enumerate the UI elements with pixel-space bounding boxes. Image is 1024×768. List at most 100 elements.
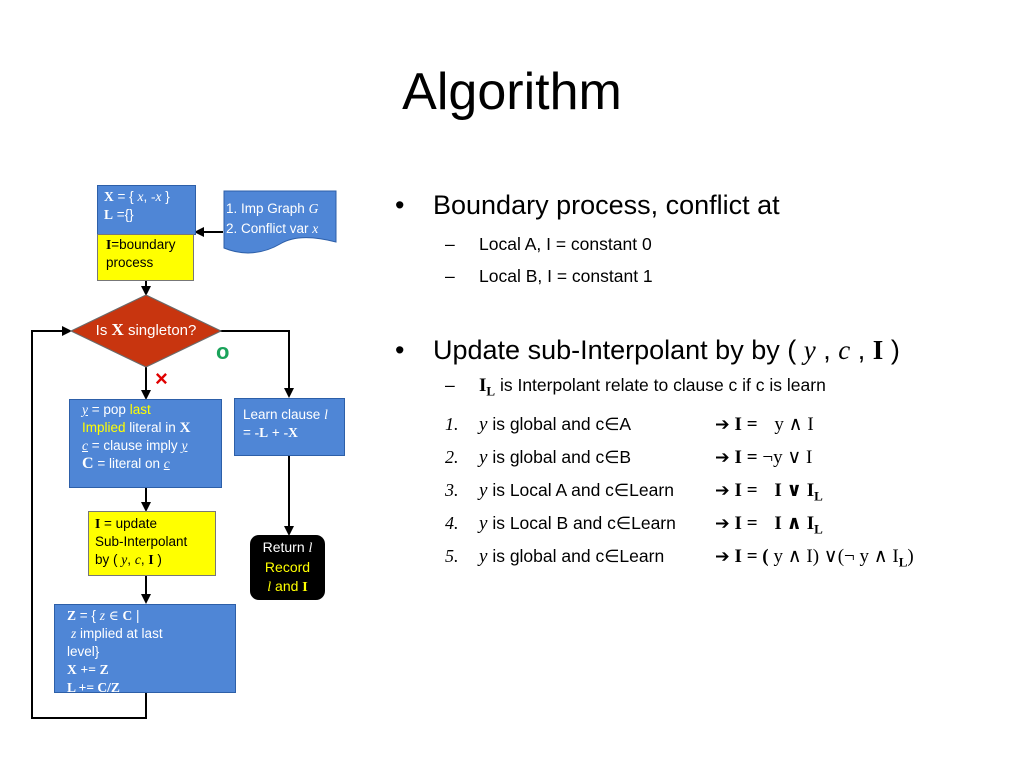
- rule-4-sub: L: [814, 521, 823, 536]
- dash-icon: –: [445, 375, 455, 395]
- rule-3-y: y: [479, 479, 488, 501]
- rule-4: 4. y is Local B and c∈Learn ➔ I = I ∧ IL: [395, 507, 1015, 540]
- rule-3-sub: L: [814, 488, 823, 503]
- return-and: and: [275, 578, 299, 594]
- rule-5-rhs: y ∧ I) ∨(¬ y ∧ I: [773, 545, 899, 567]
- init-negx: -x: [150, 189, 162, 204]
- rule-4-arrow-icon: ➔: [715, 512, 730, 533]
- bullet-dot-icon: •: [395, 335, 405, 365]
- slide-title: Algorithm: [402, 63, 622, 121]
- pop-x-var: X: [179, 420, 191, 436]
- input-line1: 1. Imp Graph: [226, 201, 305, 216]
- pop-y2-var: y: [181, 438, 188, 453]
- boundary-text2: process: [106, 255, 154, 270]
- learn-neg-l: -L: [254, 425, 269, 440]
- update-c-var: c: [134, 552, 141, 567]
- rule-2-lhs: I =: [734, 446, 758, 468]
- pop-literal-on: = literal on: [97, 456, 160, 471]
- init-l-eq: ={}: [116, 207, 134, 222]
- pop-clause-imply: = clause imply: [91, 438, 178, 453]
- z-bar: |: [136, 608, 140, 623]
- learn-neg-x: -X: [283, 425, 298, 440]
- init-x-close: }: [165, 189, 170, 204]
- update-comma1: ,: [127, 552, 132, 567]
- z-line5: L += C/Z: [67, 680, 120, 693]
- rule-2-cond: is global and c∈B: [492, 446, 632, 467]
- decision-prefix: Is: [95, 322, 108, 339]
- rule-1: 1. y is global and c∈A ➔ I = y ∧ I: [395, 408, 1015, 441]
- rule-4-cond: is Local B and c∈Learn: [492, 512, 676, 533]
- bullet-update-c: c: [838, 335, 851, 365]
- learn-eq: =: [243, 425, 251, 440]
- decision-var: X: [111, 320, 124, 339]
- return-record: Record: [264, 559, 311, 575]
- z-var: z: [99, 608, 105, 623]
- rule-4-y: y: [479, 512, 488, 534]
- rule-4-rhs: I ∧ I: [774, 512, 815, 534]
- rule-1-lhs: I =: [734, 413, 758, 435]
- arrow-decision-to-learn: [220, 330, 294, 398]
- decision-diamond: [70, 294, 222, 368]
- pop-box: y = pop last Implied literal in X c = cl…: [69, 399, 222, 488]
- bullet-update-prefix: Update sub-Interpolant by by (: [433, 335, 797, 365]
- input-g-var: G: [308, 201, 319, 216]
- rule-1-arrow-icon: ➔: [715, 413, 730, 434]
- arrow-loop-back: [31, 326, 147, 719]
- bullet-update-comma1: ,: [823, 335, 831, 365]
- boundary-i-label: I: [106, 237, 112, 252]
- return-l2-var: l: [267, 580, 272, 595]
- rule-5-sub: L: [898, 554, 908, 569]
- rule-3-num: 3.: [445, 479, 459, 500]
- z-big-c: C: [122, 608, 133, 623]
- rule-2-num: 2.: [445, 446, 459, 467]
- init-box: X = { x, -x } L ={}: [97, 185, 196, 235]
- rule-3-arrow-icon: ➔: [715, 479, 730, 500]
- bullet-boundary: • Boundary process, conflict at: [395, 188, 1015, 222]
- rule-5: 5. y is global and c∈Learn ➔ I = ( y ∧ I…: [395, 540, 1015, 573]
- learn-plus: +: [271, 425, 280, 440]
- pop-big-c: C: [82, 455, 94, 472]
- boundary-box: I=boundary process: [97, 234, 194, 281]
- pop-y-var: y: [82, 402, 88, 417]
- input-document-shape: [223, 190, 337, 254]
- learn-l-var: l: [324, 407, 328, 422]
- sub-bullet-il: – IL is Interpolant relate to clause c i…: [395, 369, 1015, 408]
- boundary-text1: =boundary: [111, 237, 176, 252]
- input-x-var: x: [312, 221, 319, 236]
- sub-bullet-local-b-text: Local B, I = constant 1: [479, 266, 653, 286]
- rule-1-rhs: y ∧ I: [774, 413, 814, 435]
- pop-c2-var: c: [163, 456, 170, 471]
- update-eq: = update: [104, 516, 157, 531]
- bullet-update-close: ): [890, 335, 900, 365]
- rule-5-arrow-icon: ➔: [715, 545, 730, 566]
- rule-4-num: 4.: [445, 512, 459, 533]
- rule-1-y: y: [479, 413, 488, 435]
- il-sub: L: [486, 383, 496, 399]
- update-big-i: I: [148, 552, 154, 567]
- input-box: 1. Imp Graph G 2. Conflict var x: [226, 199, 338, 239]
- bullet-update: • Update sub-Interpolant by by ( y , c ,…: [395, 333, 1015, 367]
- z-implied: implied at last: [80, 626, 163, 641]
- z-in: ∈: [108, 608, 119, 623]
- update-comma2: ,: [140, 552, 145, 567]
- update-by: by (: [95, 552, 118, 567]
- pop-literal-in: literal in: [129, 420, 176, 435]
- bullet-update-comma2: ,: [857, 335, 866, 365]
- rule-5-cond: is global and c∈Learn: [492, 545, 665, 566]
- return-box: Return l Record l and I: [250, 535, 325, 600]
- init-l-label: L: [104, 207, 114, 222]
- sub-bullet-local-a: – Local A, I = constant 0: [395, 228, 1015, 260]
- bullet-update-i: I: [872, 335, 884, 365]
- learn-box: Learn clause l = -L + -X: [234, 398, 345, 456]
- il-label: I: [479, 375, 487, 396]
- init-x-var: x: [137, 189, 144, 204]
- input-line2: 2. Conflict var: [226, 221, 309, 236]
- z-x-label: X: [67, 662, 77, 677]
- rule-1-num: 1.: [445, 413, 459, 434]
- rule-2-arrow-icon: ➔: [715, 446, 730, 467]
- rule-2-y: y: [479, 446, 488, 468]
- rule-3-cond: is Local A and c∈Learn: [492, 479, 674, 500]
- rule-2: 2. y is global and c∈B ➔ I = ¬y ∨ I: [395, 441, 1015, 474]
- decision-suffix: singleton?: [127, 322, 197, 339]
- sub-bullet-local-a-text: Local A, I = constant 0: [479, 234, 652, 254]
